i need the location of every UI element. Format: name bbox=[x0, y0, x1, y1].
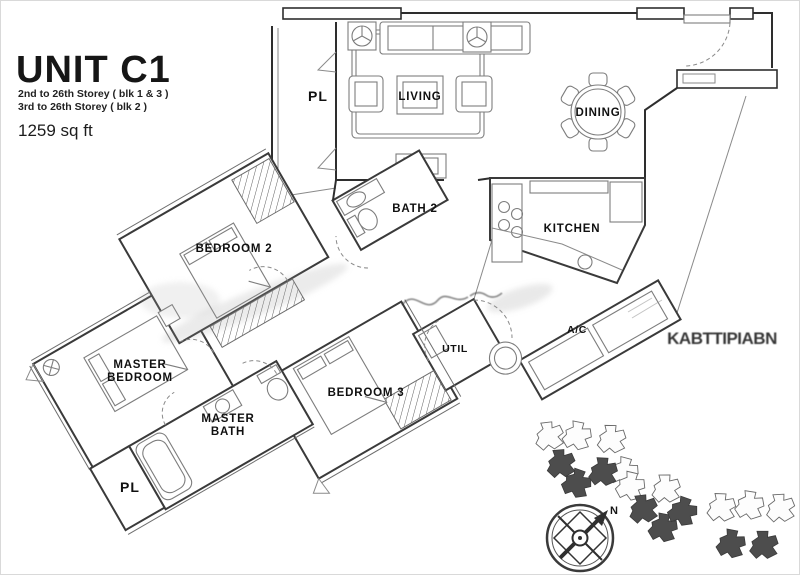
plant-table-left bbox=[347, 21, 377, 51]
wardrobe-bedroom2 bbox=[231, 157, 295, 225]
label-bedroom3: BEDROOM 3 bbox=[328, 387, 405, 399]
storey-line-1: 2nd to 26th Storey ( blk 1 & 3 ) bbox=[18, 88, 169, 100]
window-tick bbox=[25, 362, 45, 382]
label-bath2: BATH 2 bbox=[392, 203, 437, 215]
label-dining: DINING bbox=[575, 107, 620, 119]
master-bath-fixtures bbox=[135, 363, 289, 501]
label-master-bedroom-1: MASTER bbox=[113, 359, 166, 371]
site-plan-cluster-2 bbox=[613, 469, 701, 544]
kitchen-cabinets bbox=[529, 180, 609, 194]
dining-chair bbox=[588, 137, 608, 152]
armchair-right bbox=[455, 75, 493, 113]
label-planter-bottom: PL bbox=[120, 479, 140, 495]
bath2-fixtures bbox=[335, 177, 386, 238]
plant-master-corner bbox=[42, 358, 60, 376]
site-plan: N bbox=[531, 418, 798, 573]
stove bbox=[491, 183, 524, 263]
door-arc-bedroom2 bbox=[249, 266, 289, 281]
planter-top bbox=[271, 22, 337, 200]
unit-title: UNIT C1 bbox=[16, 49, 171, 91]
door-arc-bedroom3 bbox=[240, 360, 278, 374]
door-arc-master bbox=[177, 338, 214, 353]
label-aircon: A/C bbox=[567, 324, 587, 336]
watermark-text: KABTTIPIABN bbox=[667, 329, 777, 348]
label-utility: UTIL bbox=[442, 343, 468, 355]
dining-area bbox=[560, 72, 636, 152]
living-room bbox=[347, 21, 531, 179]
window-tick bbox=[312, 477, 331, 494]
bed-bedroom3 bbox=[292, 335, 388, 436]
dining-table bbox=[570, 84, 626, 140]
kitchen-counter bbox=[491, 227, 623, 271]
aircon-ledge bbox=[518, 279, 682, 401]
armchair-left bbox=[348, 75, 384, 113]
wardrobe-bedroom3 bbox=[383, 369, 452, 430]
label-living: LIVING bbox=[398, 91, 441, 103]
door-arc-master-bath bbox=[161, 391, 175, 426]
label-planter-top: PL bbox=[308, 88, 328, 104]
sofa bbox=[379, 21, 531, 55]
title-block: UNIT C1 2nd to 26th Storey ( blk 1 & 3 )… bbox=[16, 49, 171, 140]
entrance-door bbox=[683, 14, 731, 67]
bed-bedroom2 bbox=[179, 222, 272, 319]
plant-table-right bbox=[462, 21, 492, 53]
bedroom-wing bbox=[25, 148, 682, 535]
master-bed bbox=[83, 303, 189, 413]
label-bedroom2: BEDROOM 2 bbox=[196, 243, 273, 255]
area-label: 1259 sq ft bbox=[18, 121, 93, 140]
label-kitchen: KITCHEN bbox=[544, 223, 601, 235]
kitchen bbox=[473, 177, 646, 300]
coffee-table bbox=[396, 75, 444, 115]
dining-chair bbox=[588, 72, 608, 87]
label-master-bedroom-2: BEDROOM bbox=[107, 372, 173, 384]
yard-basin bbox=[488, 341, 523, 375]
door-arc-utility bbox=[424, 319, 440, 362]
label-master-bath-2: BATH bbox=[211, 426, 245, 438]
fridge bbox=[609, 181, 643, 223]
corridor-walls bbox=[332, 179, 513, 339]
site-plan-cluster-3 bbox=[705, 489, 798, 561]
wardrobe-corridor bbox=[209, 278, 306, 349]
room-labels: LIVING DINING KITCHEN BATH 2 BEDROOM 2 M… bbox=[107, 88, 620, 495]
planter-bottom-room bbox=[88, 444, 166, 532]
storey-line-2: 3rd to 26th Storey ( blk 2 ) bbox=[18, 101, 147, 113]
smudge-marks bbox=[140, 263, 663, 343]
compass-icon: N bbox=[545, 503, 618, 573]
entry-shelf bbox=[676, 69, 778, 89]
label-master-bath-1: MASTER bbox=[201, 413, 254, 425]
compass-north-label: N bbox=[610, 505, 618, 517]
